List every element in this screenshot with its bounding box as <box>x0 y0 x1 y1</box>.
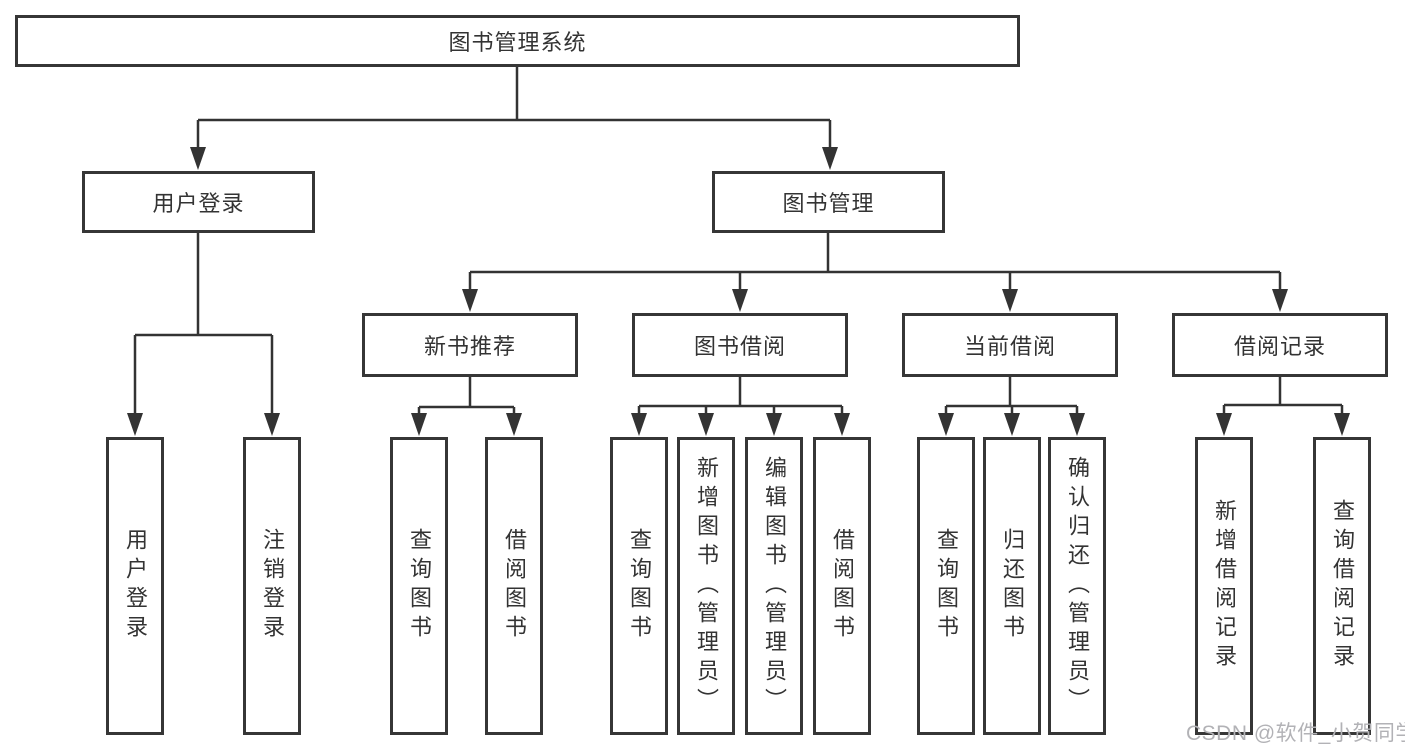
node-label: 图书管理 <box>782 191 875 216</box>
node-label: 确认归还（管理员） <box>1065 455 1090 717</box>
node-label: 图书借阅 <box>693 334 786 359</box>
csdn-watermark: CSDN @软件_小贺同学 <box>1186 722 1405 745</box>
leaf-edit-book-admin: 编辑图书（管理员） <box>745 437 803 735</box>
node-current-borrowing: 当前借阅 <box>902 313 1118 377</box>
node-label: 借阅图书 <box>502 528 527 644</box>
node-label: 新书推荐 <box>423 334 516 359</box>
leaf-confirm-return-admin: 确认归还（管理员） <box>1048 437 1106 735</box>
node-label: 当前借阅 <box>963 334 1056 359</box>
node-label: 借阅记录 <box>1233 334 1326 359</box>
node-label: 用户登录 <box>123 528 148 644</box>
node-label: 新增借阅记录 <box>1212 499 1237 673</box>
node-label: 新增图书（管理员） <box>694 455 719 717</box>
node-book-borrowing: 图书借阅 <box>632 313 848 377</box>
leaf-return-books: 归还图书 <box>983 437 1041 735</box>
leaf-add-book-admin: 新增图书（管理员） <box>677 437 735 735</box>
node-book-management: 图书管理 <box>712 171 945 233</box>
leaf-logout: 注销登录 <box>243 437 301 735</box>
node-label: 查询借阅记录 <box>1330 499 1355 673</box>
node-label: 归还图书 <box>1000 528 1025 644</box>
node-label: 图书管理系统 <box>448 30 587 55</box>
node-borrowing-records: 借阅记录 <box>1172 313 1388 377</box>
leaf-add-borrow-record: 新增借阅记录 <box>1195 437 1253 735</box>
leaf-user-login: 用户登录 <box>106 437 164 735</box>
node-new-book-recommendation: 新书推荐 <box>362 313 578 377</box>
leaf-query-books: 查询图书 <box>390 437 448 735</box>
node-user-login: 用户登录 <box>82 171 315 233</box>
node-label: 查询图书 <box>934 528 959 644</box>
node-label: 查询图书 <box>627 528 652 644</box>
node-label: 编辑图书（管理员） <box>762 455 787 717</box>
node-label: 注销登录 <box>260 528 285 644</box>
leaf-query-books: 查询图书 <box>610 437 668 735</box>
leaf-query-borrow-record: 查询借阅记录 <box>1313 437 1371 735</box>
node-library-management-system: 图书管理系统 <box>15 15 1020 67</box>
node-label: 借阅图书 <box>830 528 855 644</box>
node-label: 查询图书 <box>407 528 432 644</box>
leaf-borrow-books: 借阅图书 <box>813 437 871 735</box>
node-label: 用户登录 <box>152 191 245 216</box>
arrowheads <box>127 147 1350 436</box>
leaf-borrow-books: 借阅图书 <box>485 437 543 735</box>
leaf-query-books: 查询图书 <box>917 437 975 735</box>
